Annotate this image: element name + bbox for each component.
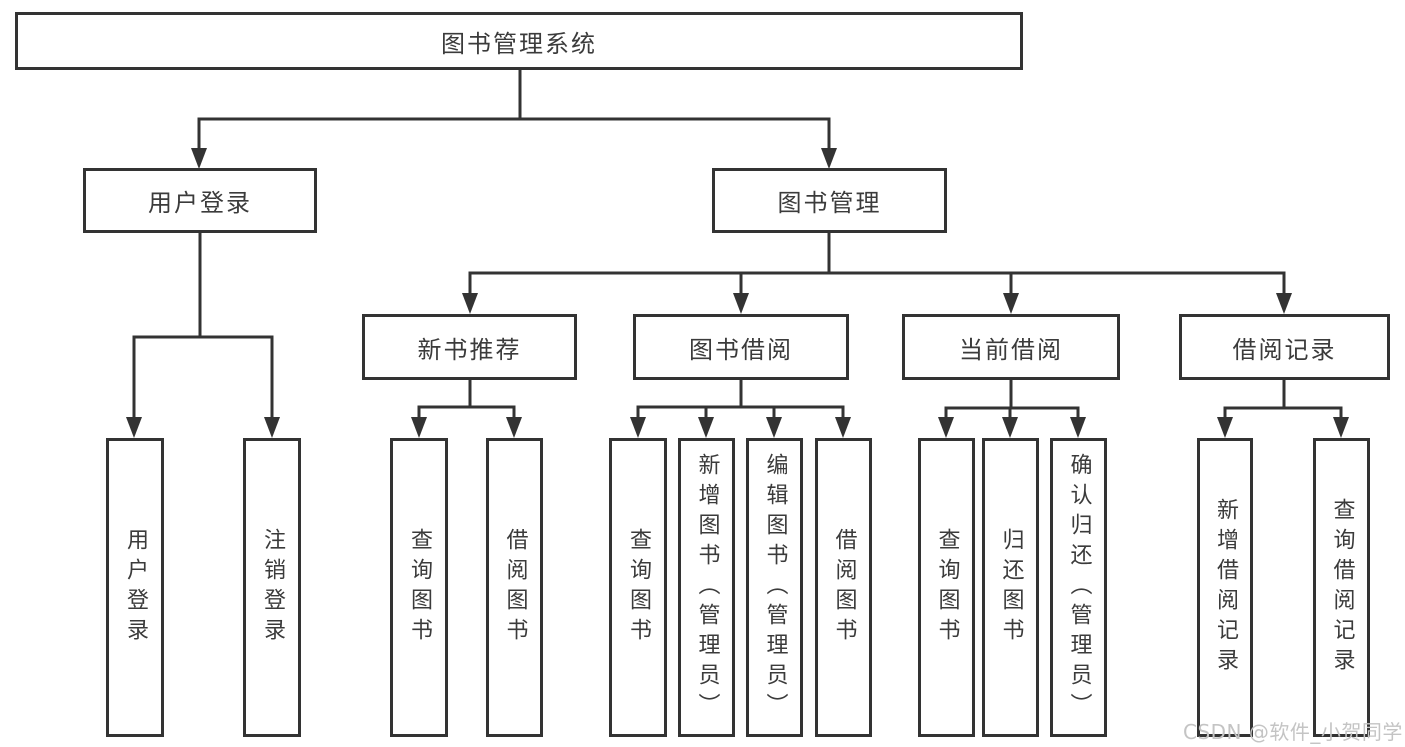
node-label: 新增借阅记录 [1213,497,1238,678]
leaf-query-books-recommend: 查询图书 [390,438,448,737]
node-book-management: 图书管理 [712,168,947,233]
node-label: 归还图书 [998,527,1024,648]
node-book-borrowing: 图书借阅 [633,314,849,380]
leaf-logout: 注销登录 [243,438,301,737]
csdn-watermark: CSDN @软件_小贺同学 [1183,720,1403,744]
leaf-query-borrow-record: 查询借阅记录 [1313,438,1370,737]
node-label: 新书推荐 [417,335,522,364]
leaf-user-login: 用户登录 [106,438,164,737]
node-label: 新增图书（管理员） [694,452,720,723]
leaf-confirm-return-admin: 确认归还（管理员） [1050,438,1107,737]
node-user-login-branch: 用户登录 [83,168,317,233]
node-borrow-records: 借阅记录 [1179,314,1390,380]
node-label: 借阅图书 [502,527,528,648]
node-label: 图书管理系统 [441,29,597,58]
node-label: 用户登录 [148,189,252,217]
leaf-edit-books-admin: 编辑图书（管理员） [746,438,803,737]
node-label: 图书借阅 [689,335,793,364]
leaf-add-books-admin: 新增图书（管理员） [678,438,735,737]
node-root-library-system: 图书管理系统 [15,12,1023,70]
node-label: 查询图书 [934,527,960,648]
node-label: 查询图书 [626,527,651,648]
leaf-query-books-borrowing: 查询图书 [609,438,667,737]
node-label: 借阅记录 [1232,335,1337,364]
node-label: 编辑图书（管理员） [762,452,788,723]
leaf-return-books: 归还图书 [982,438,1039,737]
leaf-borrow-books-borrowing: 借阅图书 [815,438,872,737]
node-new-book-recommend: 新书推荐 [362,314,577,380]
leaf-borrow-books-recommend: 借阅图书 [486,438,543,737]
node-label: 确认归还（管理员） [1066,452,1092,723]
node-label: 图书管理 [777,189,882,217]
node-label: 注销登录 [260,527,285,648]
node-label: 查询借阅记录 [1329,497,1355,678]
node-label: 借阅图书 [831,527,857,648]
node-current-borrowing: 当前借阅 [902,314,1120,380]
node-label: 查询图书 [407,527,432,648]
leaf-add-borrow-record: 新增借阅记录 [1197,438,1253,737]
node-label: 用户登录 [123,527,148,648]
leaf-query-books-current: 查询图书 [918,438,975,737]
node-label: 当前借阅 [959,335,1063,364]
